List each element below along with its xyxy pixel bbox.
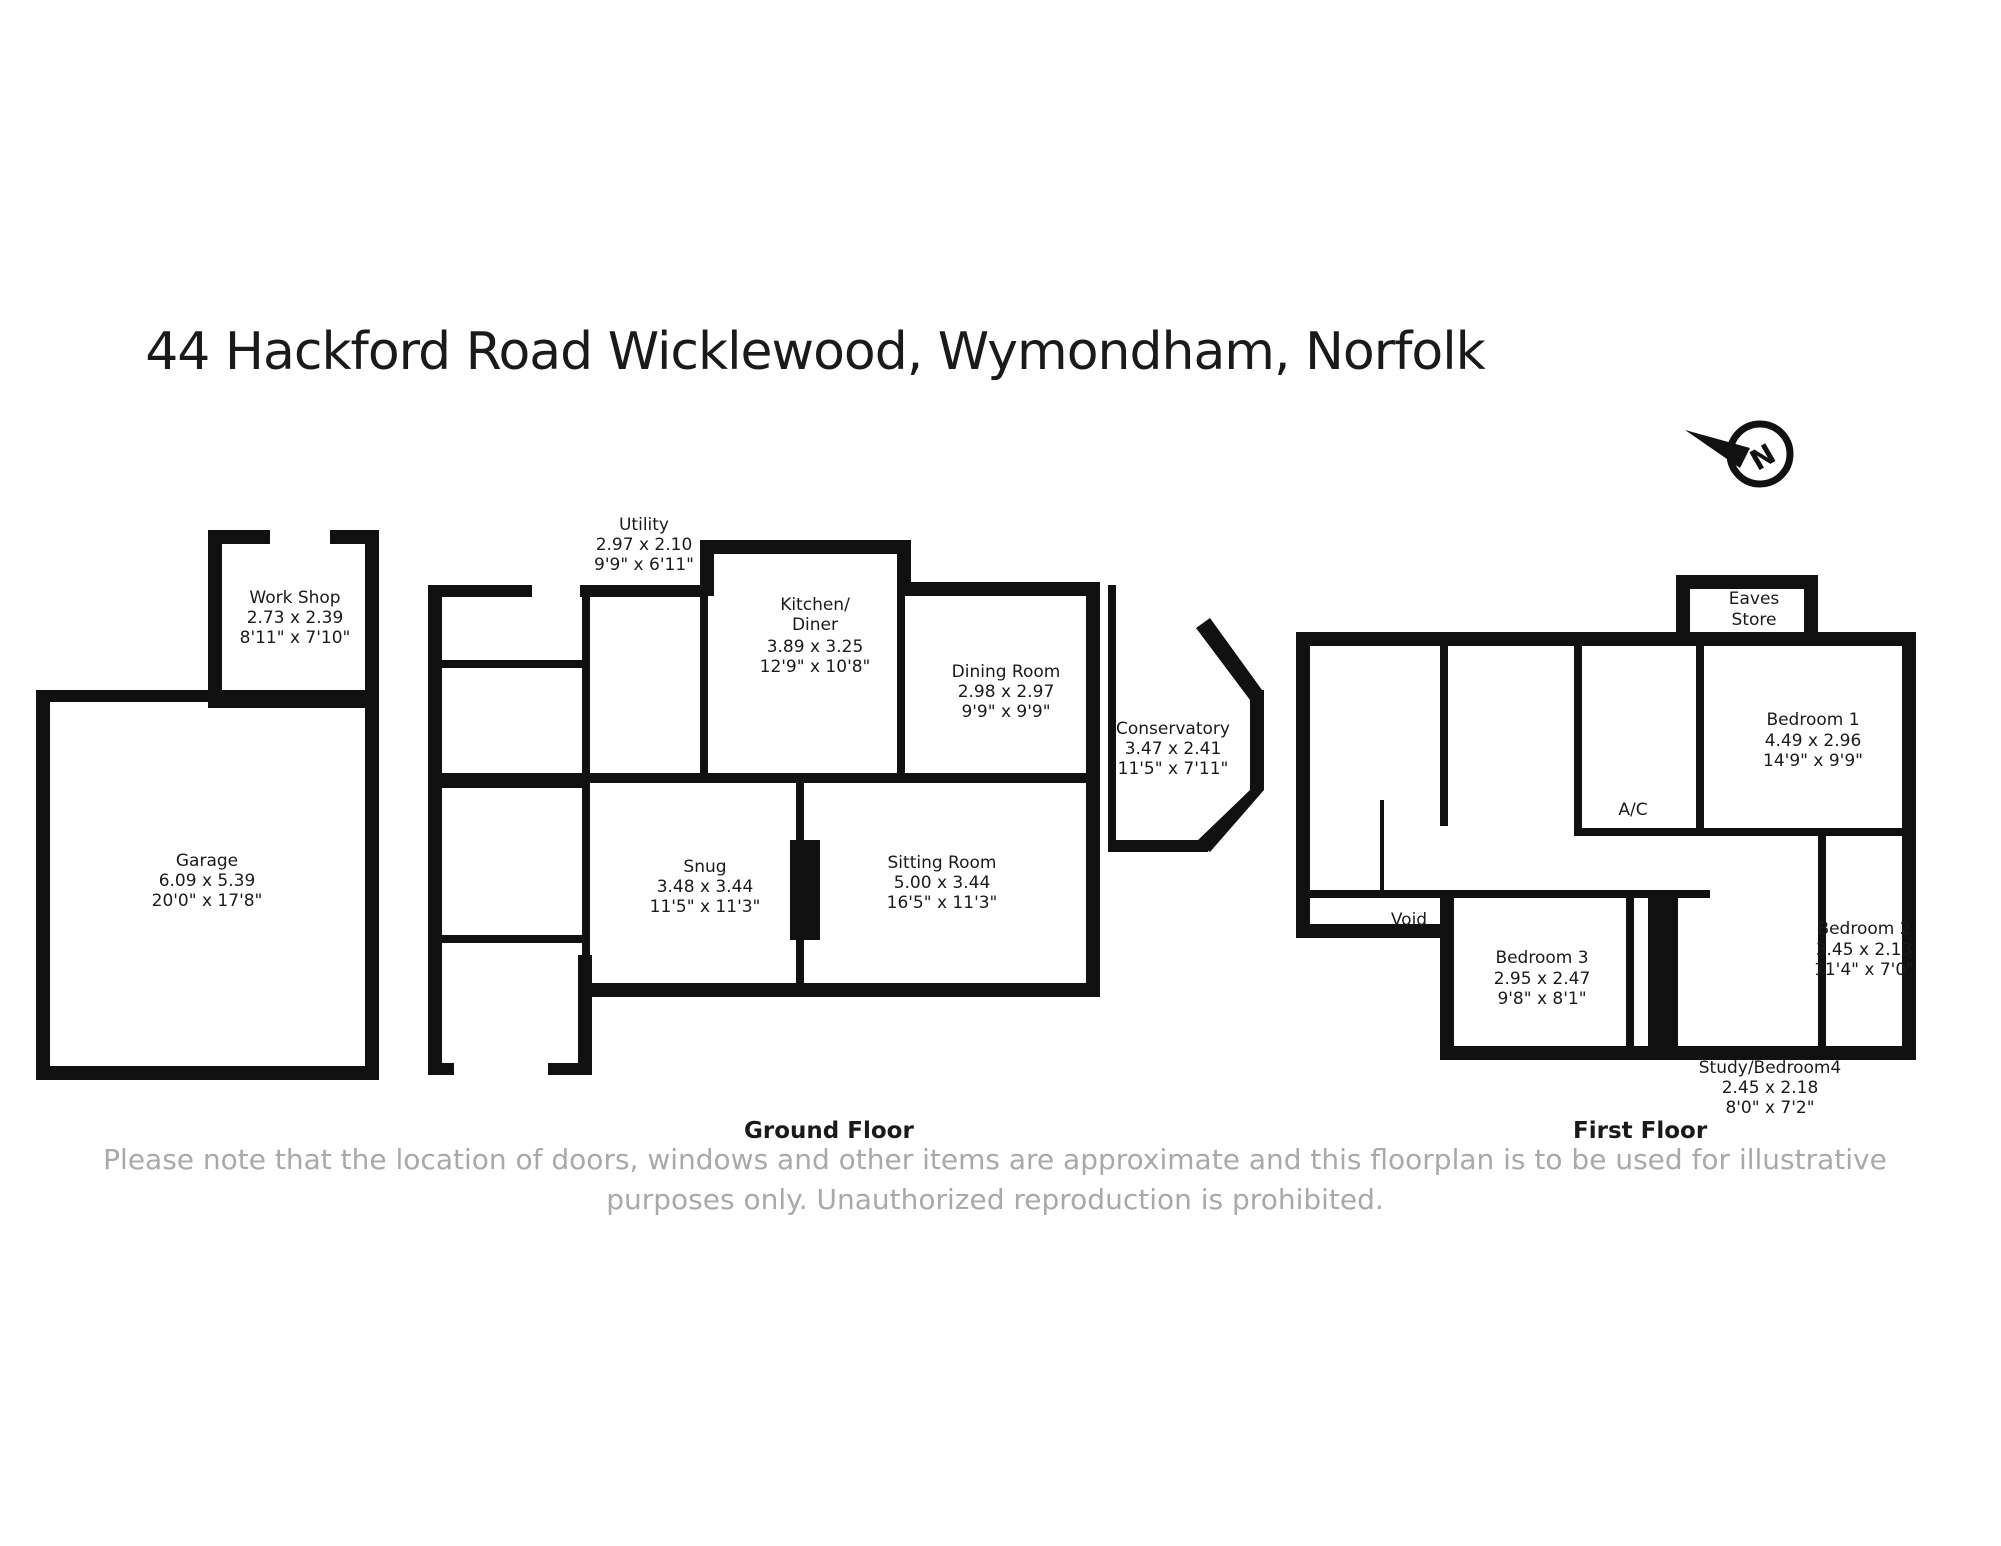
ac-name: A/C [1618, 800, 1647, 820]
kitchen-name-2: Diner [792, 615, 838, 635]
conservatory-metric: 3.47 x 2.41 [1125, 739, 1222, 759]
snug-metric: 3.48 x 3.44 [657, 877, 754, 897]
utility-name: Utility [619, 515, 669, 535]
bedroom2-name: Bedroom 2 [1817, 919, 1910, 939]
snug-name: Snug [683, 857, 726, 877]
eaves-name-1: Eaves [1729, 589, 1780, 609]
dining-name: Dining Room [952, 662, 1061, 682]
disclaimer-line-1: Please note that the location of doors, … [103, 1143, 1887, 1176]
disclaimer-text: Please note that the location of doors, … [60, 1140, 1930, 1220]
room-labels: Work Shop 2.73 x 2.39 8'11" x 7'10" Gara… [152, 515, 1914, 1118]
bedroom3-imperial: 9'8" x 8'1" [1497, 989, 1586, 1009]
bedroom1-imperial: 14'9" x 9'9" [1763, 751, 1863, 771]
dining-metric: 2.98 x 2.97 [958, 682, 1055, 702]
conservatory-name: Conservatory [1116, 719, 1230, 739]
workshop-imperial: 8'11" x 7'10" [240, 628, 351, 648]
sitting-imperial: 16'5" x 11'3" [887, 893, 998, 913]
garage-name: Garage [176, 851, 238, 871]
garage-metric: 6.09 x 5.39 [159, 871, 256, 891]
bedroom1-metric: 4.49 x 2.96 [1765, 731, 1862, 751]
sitting-metric: 5.00 x 3.44 [894, 873, 991, 893]
conservatory-imperial: 11'5" x 7'11" [1118, 759, 1229, 779]
bedroom3-name: Bedroom 3 [1495, 948, 1588, 968]
sitting-name: Sitting Room [888, 853, 997, 873]
garage-imperial: 20'0" x 17'8" [152, 891, 263, 911]
workshop-metric: 2.73 x 2.39 [247, 608, 344, 628]
workshop-name: Work Shop [249, 588, 340, 608]
walls [36, 530, 1916, 1080]
kitchen-metric: 3.89 x 3.25 [767, 637, 864, 657]
snug-imperial: 11'5" x 11'3" [650, 897, 761, 917]
study-metric: 2.45 x 2.18 [1722, 1078, 1819, 1098]
compass-letter: N [1744, 437, 1781, 477]
study-imperial: 8'0" x 7'2" [1725, 1098, 1814, 1118]
kitchen-name-1: Kitchen/ [780, 595, 850, 615]
study-name: Study/Bedroom4 [1699, 1058, 1842, 1078]
compass-icon: N [1685, 420, 1794, 488]
bedroom3-metric: 2.95 x 2.47 [1494, 969, 1591, 989]
ground-floor-label: Ground Floor [744, 1118, 914, 1144]
utility-imperial: 9'9" x 6'11" [594, 555, 694, 575]
dining-imperial: 9'9" x 9'9" [961, 702, 1050, 722]
plan-title: 44 Hackford Road Wicklewood, Wymondham, … [145, 322, 1486, 382]
void-name: Void [1391, 910, 1427, 930]
bedroom2-metric: 3.45 x 2.13 [1816, 940, 1913, 960]
utility-metric: 2.97 x 2.10 [596, 535, 693, 555]
first-floor-label: First Floor [1573, 1118, 1708, 1144]
eaves-name-2: Store [1732, 610, 1777, 630]
bedroom1-name: Bedroom 1 [1766, 710, 1859, 730]
bedroom2-imperial: 11'4" x 7'0" [1814, 960, 1914, 980]
kitchen-imperial: 12'9" x 10'8" [760, 657, 871, 677]
disclaimer-line-2: purposes only. Unauthorized reproduction… [606, 1183, 1384, 1216]
